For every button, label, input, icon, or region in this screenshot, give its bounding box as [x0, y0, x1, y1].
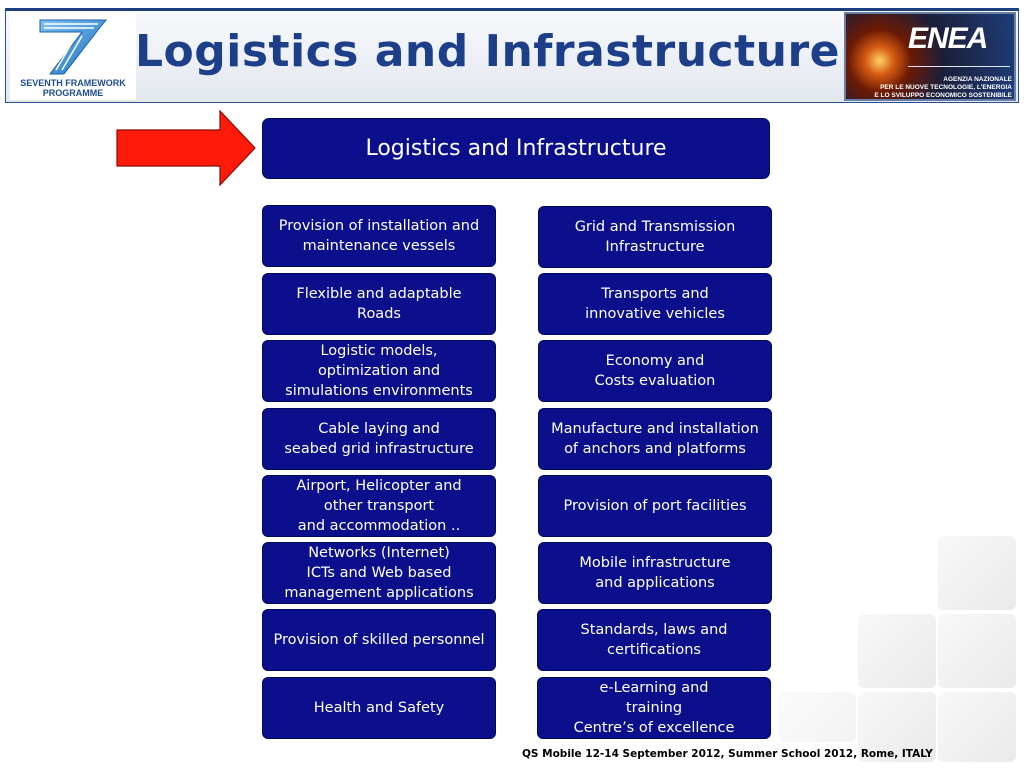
- right-item-5-label: Provision of port facilities: [563, 498, 747, 514]
- enea-caption-line2: PER LE NUOVE TECNOLOGIE, L'ENERGIA: [880, 84, 1012, 91]
- right-item-8-label: e-Learning and training Centre’s of exce…: [573, 680, 735, 736]
- enea-logo-caption: AGENZIA NAZIONALE PER LE NUOVE TECNOLOGI…: [850, 76, 1012, 99]
- left-item-7-label: Provision of skilled personnel: [273, 632, 485, 648]
- enea-logo: ENEA AGENZIA NAZIONALE PER LE NUOVE TECN…: [844, 12, 1016, 101]
- right-item-5: Provision of port facilities: [538, 475, 772, 537]
- enea-caption-line1: AGENZIA NAZIONALE: [943, 76, 1012, 83]
- left-item-1: Provision of installation and maintenanc…: [262, 205, 496, 267]
- right-item-4-label: Manufacture and installation of anchors …: [551, 421, 759, 457]
- decorative-tile: [938, 536, 1016, 610]
- seven-logo-icon: [39, 19, 108, 75]
- logo-text-line1: SEVENTH FRAMEWORK: [20, 78, 126, 88]
- right-item-2: Transports and innovative vehicles: [538, 273, 772, 335]
- enea-logo-word: ENEA: [908, 22, 988, 55]
- right-item-7-label: Standards, laws and certifications: [580, 622, 728, 658]
- main-topic-label: Logistics and Infrastructure: [365, 136, 667, 161]
- seventh-framework-logo: SEVENTH FRAMEWORK PROGRAMME: [10, 12, 136, 100]
- right-item-1-label: Grid and Transmission Infrastructure: [574, 219, 736, 255]
- left-item-6-label: Networks (Internet) ICTs and Web based m…: [284, 545, 474, 601]
- logo-text-line2: PROGRAMME: [42, 88, 104, 98]
- decorative-tile: [858, 692, 936, 762]
- right-item-8: e-Learning and training Centre’s of exce…: [537, 677, 771, 739]
- left-item-3: Logistic models, optimization and simula…: [262, 340, 496, 402]
- decorative-tile: [858, 614, 936, 688]
- right-item-3-label: Economy and Costs evaluation: [594, 353, 716, 389]
- enea-caption-line3: E LO SVILUPPO ECONOMICO SOSTENIBILE: [874, 92, 1012, 99]
- right-item-1: Grid and Transmission Infrastructure: [538, 206, 772, 268]
- decorative-tile: [778, 692, 856, 742]
- decorative-tile: [938, 614, 1016, 688]
- left-item-2-label: Flexible and adaptable Roads: [296, 286, 462, 322]
- main-topic-box: Logistics and Infrastructure: [262, 118, 770, 179]
- right-item-2-label: Transports and innovative vehicles: [585, 286, 725, 322]
- red-arrow-icon: [116, 110, 256, 186]
- left-item-4: Cable laying and seabed grid infrastruct…: [262, 408, 496, 470]
- left-item-3-label: Logistic models, optimization and simula…: [285, 343, 473, 399]
- right-item-4: Manufacture and installation of anchors …: [538, 408, 772, 470]
- right-item-6-label: Mobile infrastructure and applications: [579, 555, 731, 591]
- left-item-5: Airport, Helicopter and other transport …: [262, 475, 496, 537]
- left-item-8-label: Health and Safety: [313, 700, 445, 716]
- left-item-7: Provision of skilled personnel: [262, 609, 496, 671]
- decorative-tile: [938, 692, 1016, 762]
- left-item-2: Flexible and adaptable Roads: [262, 273, 496, 335]
- right-item-7: Standards, laws and certifications: [537, 609, 771, 671]
- right-item-3: Economy and Costs evaluation: [538, 340, 772, 402]
- enea-divider: [908, 66, 1010, 67]
- right-item-6: Mobile infrastructure and applications: [538, 542, 772, 604]
- left-item-4-label: Cable laying and seabed grid infrastruct…: [284, 421, 474, 457]
- page-title: Logistics and Infrastructure: [135, 26, 841, 77]
- left-item-1-label: Provision of installation and maintenanc…: [278, 218, 480, 254]
- left-item-5-label: Airport, Helicopter and other transport …: [296, 478, 462, 534]
- slide-footer: QS Mobile 12-14 September 2012, Summer S…: [522, 748, 933, 760]
- left-item-6: Networks (Internet) ICTs and Web based m…: [262, 542, 496, 604]
- left-item-8: Health and Safety: [262, 677, 496, 739]
